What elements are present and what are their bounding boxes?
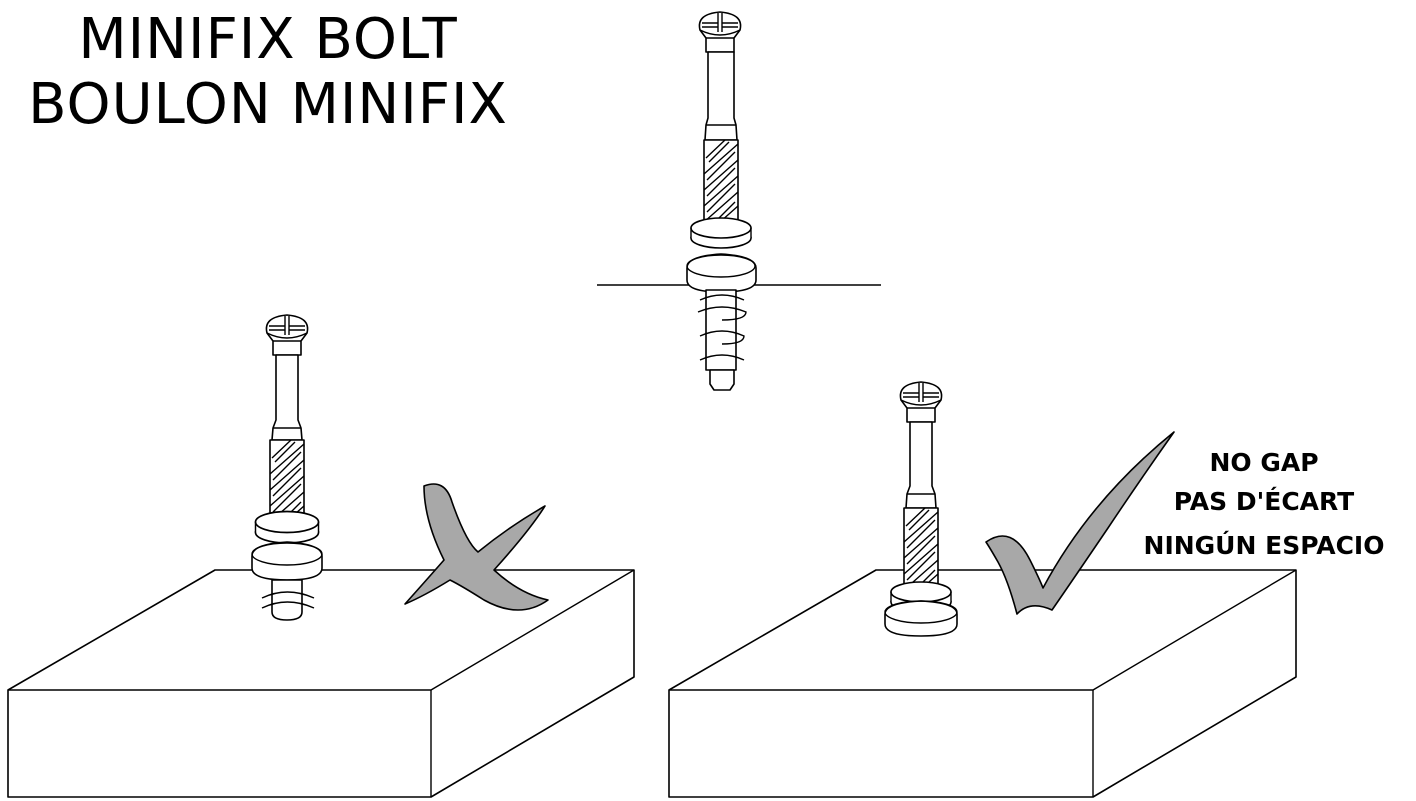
bolt-exploded xyxy=(597,11,881,391)
bolt-no-gap xyxy=(884,381,958,637)
block-right xyxy=(668,569,1297,798)
note-line-3: NINGÚN ESPACIO xyxy=(1144,530,1385,560)
x-mark-icon xyxy=(404,483,549,611)
checkmark-icon xyxy=(985,431,1175,615)
title-line-2: BOULON MINIFIX xyxy=(28,72,508,137)
note-line-1: NO GAP xyxy=(1209,448,1318,477)
note-line-2: PAS D'ÉCART xyxy=(1174,487,1354,516)
bolt-gap xyxy=(251,314,323,621)
block-left xyxy=(7,569,635,798)
title-line-1: MINIFIX BOLT xyxy=(78,7,457,72)
